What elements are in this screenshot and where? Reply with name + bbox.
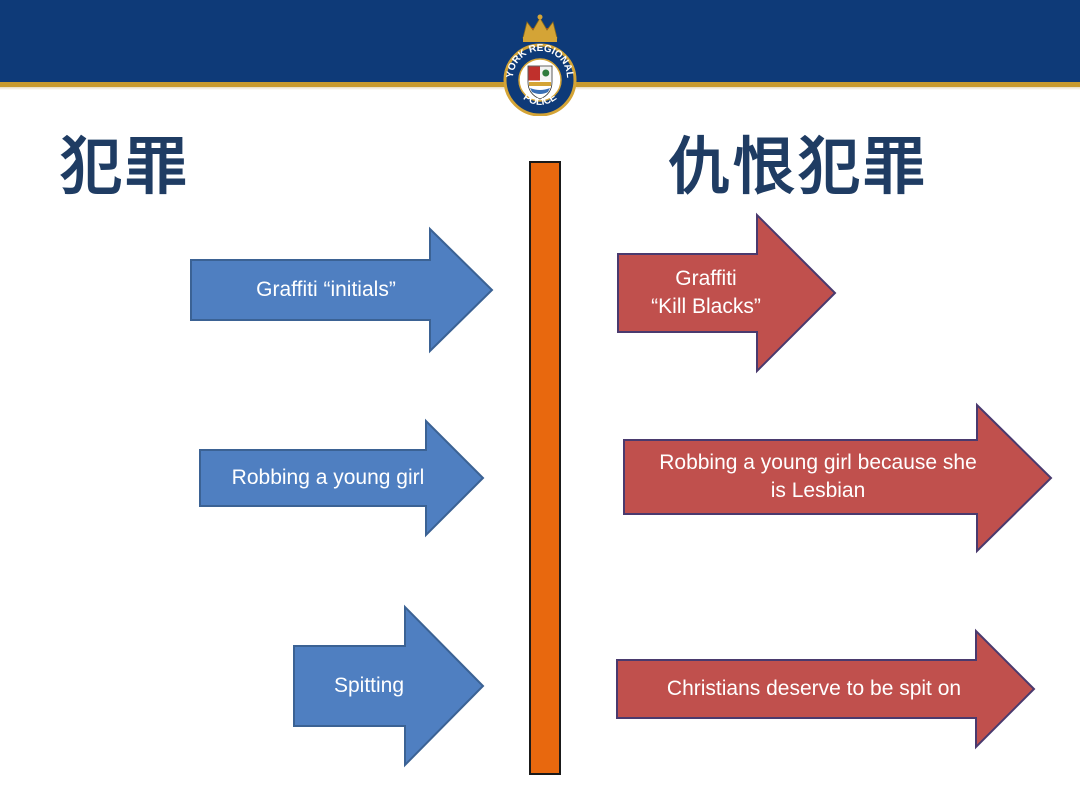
- arrow-right-icon: [190, 226, 494, 354]
- arrow-right-icon: [623, 402, 1053, 554]
- arrow-label: Spitting: [333, 674, 405, 697]
- arrow-right-icon: [616, 628, 1036, 750]
- svg-text:POLICE: POLICE: [521, 92, 559, 108]
- shield-icon: [527, 65, 553, 100]
- divider-bar: [529, 161, 561, 775]
- hate-crime-arrow-spitting: Christians deserve to be spit on: [616, 628, 1036, 750]
- arrow-right-icon: [617, 212, 837, 374]
- arrow-label: Christians deserve to be spit on: [666, 677, 962, 700]
- crime-arrow-spitting: Spitting: [293, 604, 485, 768]
- hate-crime-heading: 仇恨犯罪: [668, 130, 929, 203]
- crime-heading: 犯罪: [60, 130, 191, 203]
- arrow-right-icon: [293, 604, 485, 768]
- hate-crime-arrow-graffiti: Graffiti “Kill Blacks”: [617, 212, 837, 374]
- crown-icon: [522, 14, 558, 42]
- crest-text-bottom: POLICE: [521, 92, 559, 108]
- arrow-label: Robbing a young girl: [231, 466, 425, 489]
- arrow-label: Graffiti “Kill Blacks”: [651, 267, 761, 318]
- crime-arrow-graffiti: Graffiti “initials”: [190, 226, 494, 354]
- york-regional-police-crest-logo: YORK REGIONAL POLICE: [503, 14, 577, 116]
- hate-crime-arrow-robbing: Robbing a young girl because she is Lesb…: [623, 402, 1053, 554]
- arrow-right-icon: [199, 418, 485, 538]
- arrow-label: Graffiti “initials”: [256, 278, 396, 301]
- crime-arrow-robbing: Robbing a young girl: [199, 418, 485, 538]
- arrow-label: Robbing a young girl because she is Lesb…: [659, 451, 977, 502]
